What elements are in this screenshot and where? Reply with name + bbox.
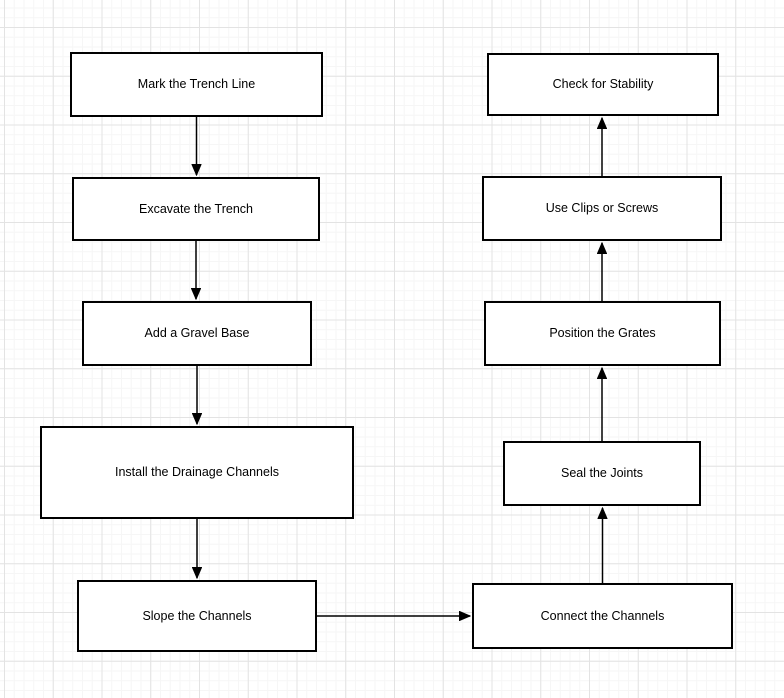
flowchart-node-seal-the-joints[interactable]: Seal the Joints bbox=[503, 441, 701, 506]
node-label: Check for Stability bbox=[552, 77, 654, 91]
flowchart-node-use-clips-or-screws[interactable]: Use Clips or Screws bbox=[482, 176, 722, 241]
flowchart-node-add-a-gravel-base[interactable]: Add a Gravel Base bbox=[82, 301, 312, 366]
node-label: Connect the Channels bbox=[540, 608, 665, 623]
node-label: Add a Gravel Base bbox=[144, 326, 250, 340]
node-label: Slope the Channels bbox=[142, 608, 252, 623]
flowchart-node-install-the-drainage-channels[interactable]: Install the Drainage Channels bbox=[40, 426, 354, 519]
flowchart-node-slope-the-channels[interactable]: Slope the Channels bbox=[77, 580, 317, 652]
node-label: Seal the Joints bbox=[561, 466, 643, 480]
flowchart-node-excavate-the-trench[interactable]: Excavate the Trench bbox=[72, 177, 320, 241]
flowchart-node-connect-the-channels[interactable]: Connect the Channels bbox=[472, 583, 733, 649]
flowchart-node-position-the-grates[interactable]: Position the Grates bbox=[484, 301, 721, 366]
node-label: Install the Drainage Channels bbox=[115, 465, 279, 479]
node-label: Position the Grates bbox=[549, 326, 656, 340]
node-label: Excavate the Trench bbox=[139, 201, 253, 216]
flowchart-node-check-for-stability[interactable]: Check for Stability bbox=[487, 53, 719, 116]
node-label: Use Clips or Screws bbox=[545, 201, 659, 215]
flowchart-node-mark-the-trench-line[interactable]: Mark the Trench Line bbox=[70, 52, 323, 117]
node-label: Mark the Trench Line bbox=[137, 77, 256, 91]
